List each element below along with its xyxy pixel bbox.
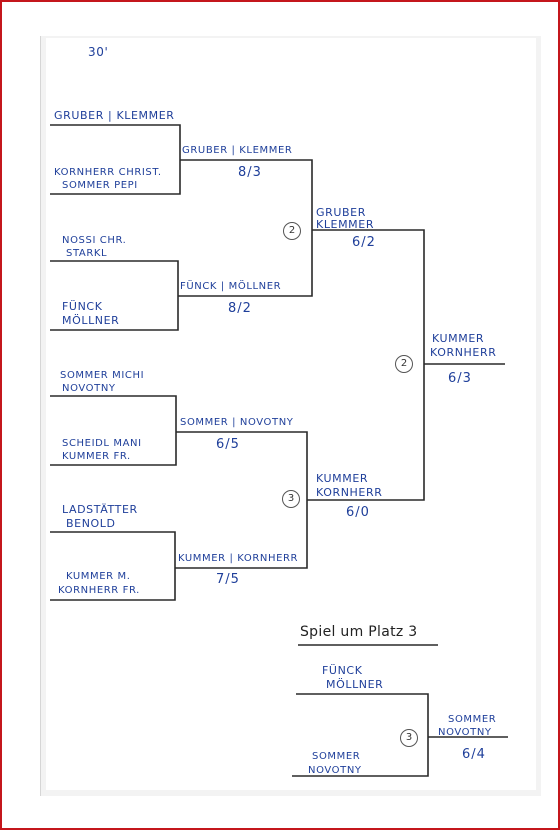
third-place-top-team-line1: Fünck	[322, 664, 363, 677]
r2-m1-score: 8/3	[238, 165, 262, 180]
r1-m3-top-team-line2: Novotny	[62, 383, 116, 394]
third-place-winner-line1: Sommer	[448, 714, 497, 725]
semi-2-score: 6/0	[346, 505, 370, 520]
third-place-bottom-team-line2: Novotny	[308, 765, 362, 776]
final-winner-line2: Kornherr	[430, 346, 497, 359]
r1-m1-bottom-team-line1: Kornherr christ.	[54, 167, 162, 178]
match-line-r2-1	[178, 159, 313, 297]
r1-m4-bottom-team-line2: Kornherr Fr.	[58, 585, 140, 596]
r2-m4-winner: Kummer | Kornherr	[178, 553, 299, 564]
third-place-title: Spiel um Platz 3	[300, 624, 418, 640]
r1-m2-bottom-team-line2: Möllner	[62, 314, 120, 327]
r1-m4-top-team-line2: Benold	[66, 517, 116, 530]
r2-m3-score: 6/5	[216, 437, 240, 452]
third-place-top-team-line2: Möllner	[326, 678, 384, 691]
third-place-score: 6/4	[462, 747, 486, 762]
third-place-bottom-team-line1: Sommer	[312, 751, 361, 762]
r1-m4-bottom-team-line1: Kummer M.	[66, 571, 131, 582]
r2-m1-winner: Gruber | Klemmer	[182, 145, 293, 156]
r2-m4-score: 7/5	[216, 572, 240, 587]
r1-m2-top-team-line2: Starkl	[66, 248, 108, 259]
semi-2-winner-line2: Kornherr	[316, 486, 383, 499]
r1-m3-bottom-team-line2: Kummer Fr.	[62, 451, 131, 462]
r2-m2-winner: Fünck | Möllner	[180, 281, 282, 292]
match-line-final	[307, 229, 425, 501]
paper-sheet	[46, 38, 536, 790]
semi-1-winner-line2: Klemmer	[316, 218, 375, 231]
r1-m3-top-team-line1: Sommer Michi	[60, 370, 145, 381]
third-place-winner-line2: Novotny	[438, 727, 492, 738]
semi-2-winner-line1: Kummer	[316, 472, 369, 485]
r2-m2-score: 8/2	[228, 301, 252, 316]
final-winner-line1: Kummer	[432, 332, 485, 345]
match-line-r1-4	[50, 531, 176, 601]
semi-1-winner-line1: Gruber	[316, 206, 366, 219]
final-round-circle: 2	[395, 355, 413, 373]
time-note: 30'	[88, 45, 109, 59]
semi-1-score: 6/2	[352, 235, 376, 250]
r1-m1-top-team: Gruber | Klemmer	[54, 109, 175, 122]
r1-m4-top-team-line1: Ladstätter	[62, 503, 138, 516]
r1-m1-bottom-team-line2: Sommer Pepi	[62, 180, 138, 191]
match-line-third-place	[292, 693, 429, 777]
final-score: 6/3	[448, 371, 472, 386]
semi-1-round-circle: 2	[283, 222, 301, 240]
third-place-round-circle: 3	[400, 729, 418, 747]
semi-2-round-circle: 3	[282, 490, 300, 508]
match-line-r1-3	[50, 395, 177, 466]
r1-m2-bottom-team-line1: Fünck	[62, 300, 103, 313]
r1-m3-bottom-team-line1: Scheidl Mani	[62, 438, 142, 449]
r1-m2-top-team-line1: Nossi Chr.	[62, 235, 127, 246]
r2-m3-winner: Sommer | Novotny	[180, 417, 294, 428]
